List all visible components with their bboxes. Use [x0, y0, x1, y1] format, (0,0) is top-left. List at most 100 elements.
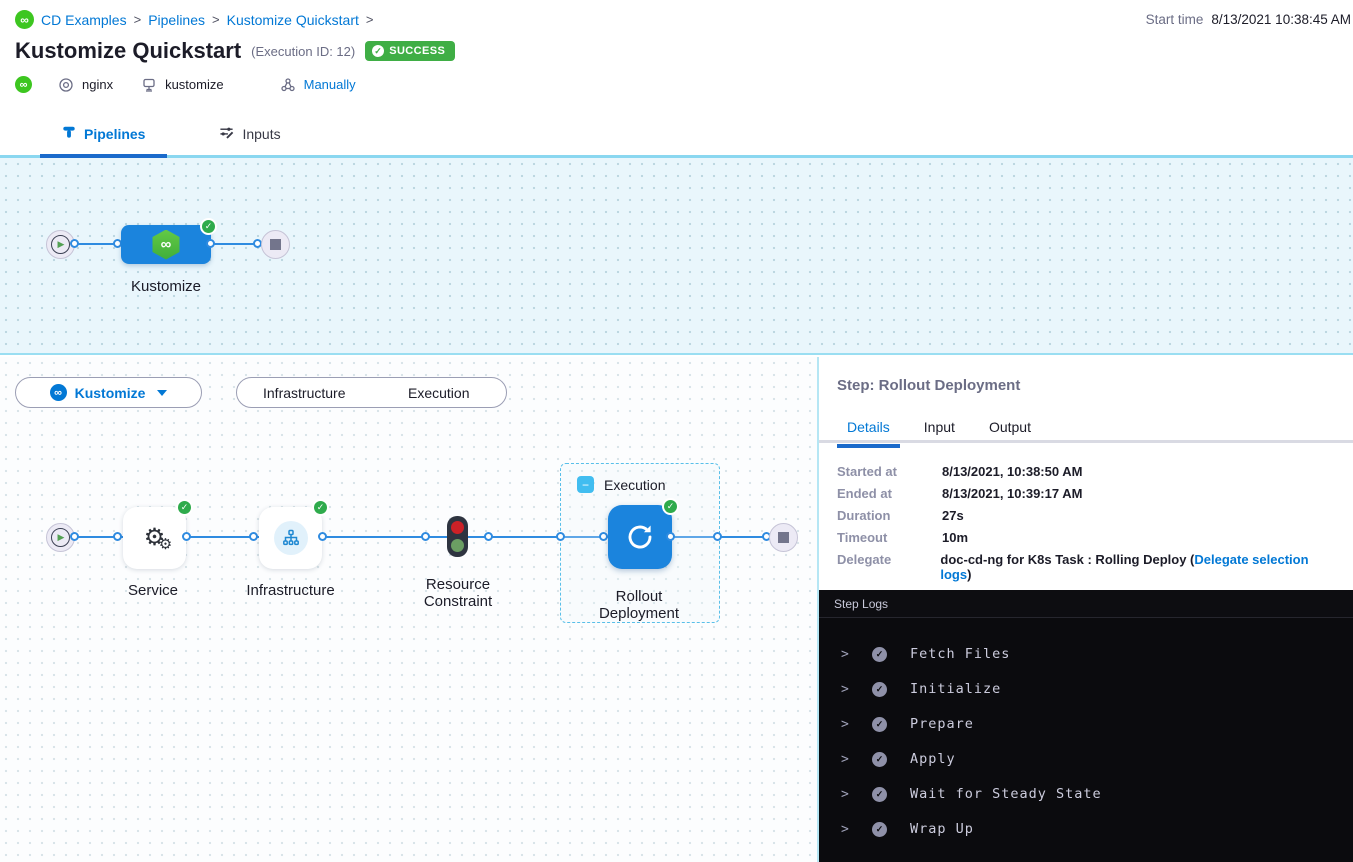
status-badge-label: SUCCESS — [389, 45, 446, 57]
log-section-fetch-files[interactable]: > ✓ Fetch Files — [841, 646, 1011, 662]
breadcrumb-kustomize-quickstart[interactable]: Kustomize Quickstart — [226, 11, 359, 28]
chevron-down-icon — [157, 389, 168, 396]
detail-row-delegate: Delegate doc-cd-ng for K8s Task : Rollin… — [837, 552, 1309, 582]
traffic-light-red — [451, 521, 464, 534]
gears-icon: ⚙⚙ — [143, 524, 173, 553]
log-section-wait-for-steady-state[interactable]: > ✓ Wait for Steady State — [841, 786, 1102, 802]
step-details-panel: Step: Rollout Deployment Details Input O… — [817, 357, 1353, 862]
title-row: Kustomize Quickstart (Execution ID: 12) … — [15, 38, 456, 64]
page-title: Kustomize Quickstart — [15, 38, 242, 63]
trigger-icon — [280, 77, 296, 93]
breadcrumb-pipelines[interactable]: Pipelines — [148, 11, 206, 28]
toggle-infrastructure[interactable]: Infrastructure — [263, 384, 346, 401]
connector-port — [318, 532, 327, 541]
breadcrumb-cd-examples[interactable]: CD Examples — [41, 11, 127, 28]
chevron-right-icon[interactable]: > — [841, 646, 849, 662]
stage-graph-canvas[interactable]: ▶ ∞ ✓ Kustomize — [0, 158, 1353, 355]
tabs-divider — [819, 440, 1353, 443]
stage-label: Kustomize — [130, 278, 202, 295]
play-icon: ▶ — [51, 528, 70, 547]
stage-selector-dropdown[interactable]: ∞ Kustomize — [15, 377, 202, 408]
chevron-right-icon[interactable]: > — [841, 821, 849, 837]
connector-port — [206, 239, 215, 248]
chevron-right-icon[interactable]: > — [841, 751, 849, 767]
log-section-apply[interactable]: > ✓ Apply — [841, 751, 956, 767]
kustomize-stage-icon: ∞ — [152, 229, 180, 260]
chevron-right-icon[interactable]: > — [841, 786, 849, 802]
start-time-value: 8/13/2021 10:38:45 AM — [1211, 12, 1351, 27]
delegate-value: doc-cd-ng for K8s Task : Rolling Deploy … — [940, 552, 1195, 567]
step-label-resource-constraint: Resource Constraint — [423, 576, 493, 610]
step-success-icon: ✓ — [176, 499, 193, 516]
connector-port — [421, 532, 430, 541]
step-label-service: Service — [127, 582, 179, 599]
tab-pipelines-label: Pipelines — [84, 125, 146, 142]
step-node-rollout-deployment[interactable] — [608, 505, 672, 569]
tab-pipelines[interactable]: Pipelines — [40, 112, 168, 158]
toggle-execution[interactable]: Execution — [408, 384, 470, 401]
breadcrumb-separator: > — [212, 12, 220, 27]
log-success-icon: ✓ — [872, 821, 887, 837]
execution-graph-canvas[interactable]: ∞ Kustomize Infrastructure Execution ▶ ⚙… — [0, 357, 817, 862]
environment-name: kustomize — [165, 77, 224, 92]
detail-row-timeout: Timeout 10m — [837, 530, 969, 545]
step-success-icon: ✓ — [662, 498, 679, 515]
environment-icon — [141, 77, 157, 93]
log-section-prepare[interactable]: > ✓ Prepare — [841, 716, 974, 732]
start-time-label: Start time — [1145, 12, 1204, 27]
delegate-selection-logs-link[interactable]: Delegate selection logs — [940, 552, 1309, 582]
step-label-infrastructure: Infrastructure — [246, 582, 335, 599]
step-logs-header: Step Logs — [819, 590, 1353, 618]
tab-input[interactable]: Input — [923, 419, 955, 435]
success-check-icon: ✓ — [372, 45, 385, 57]
connector-port — [713, 532, 722, 541]
harness-cd-icon: ∞ — [15, 76, 32, 93]
stage-node-kustomize[interactable]: ∞ — [121, 225, 211, 264]
trigger-meta: Manually — [280, 77, 356, 93]
log-section-wrap-up[interactable]: > ✓ Wrap Up — [841, 821, 974, 837]
view-toggle: Infrastructure Execution — [236, 377, 507, 408]
trigger-link[interactable]: Manually — [303, 77, 356, 92]
collapse-icon[interactable]: − — [577, 476, 594, 493]
step-node-service[interactable]: ⚙⚙ — [123, 507, 186, 569]
execution-end-node[interactable] — [769, 523, 798, 552]
inputs-icon — [219, 125, 234, 143]
step-node-infrastructure[interactable] — [259, 507, 322, 569]
step-node-resource-constraint[interactable] — [447, 516, 468, 557]
log-success-icon: ✓ — [872, 751, 887, 767]
connector-port — [666, 532, 675, 541]
stop-icon — [270, 239, 281, 250]
tab-details[interactable]: Details — [837, 415, 900, 448]
stage-success-icon: ✓ — [200, 218, 217, 235]
status-badge: ✓ SUCCESS — [365, 41, 456, 61]
tab-output[interactable]: Output — [988, 419, 1031, 435]
connector-port — [249, 532, 258, 541]
breadcrumb-separator: > — [365, 12, 374, 27]
stage-selector-icon: ∞ — [49, 384, 67, 401]
connector-port — [599, 532, 608, 541]
log-success-icon: ✓ — [872, 716, 887, 732]
pipeline-end-node[interactable] — [261, 230, 290, 259]
log-success-icon: ✓ — [872, 786, 887, 802]
tab-inputs[interactable]: Inputs — [197, 112, 302, 155]
chevron-right-icon[interactable]: > — [841, 681, 849, 697]
step-logs-console: Step Logs > ✓ Fetch Files > ✓ Initialize… — [819, 590, 1353, 862]
stage-selector-label: Kustomize — [74, 384, 146, 401]
service-name: nginx — [82, 77, 114, 92]
traffic-light-green — [451, 539, 464, 552]
log-success-icon: ✓ — [872, 646, 887, 662]
execution-group-label: Execution — [604, 476, 666, 493]
delegate-value-suffix: ) — [967, 567, 972, 582]
breadcrumb: ∞ CD Examples > Pipelines > Kustomize Qu… — [15, 10, 373, 29]
pipeline-start-node[interactable]: ▶ — [46, 230, 75, 259]
chevron-right-icon[interactable]: > — [841, 716, 849, 732]
connector-port — [113, 532, 122, 541]
connector-port — [182, 532, 191, 541]
connector-port — [70, 239, 79, 248]
service-meta: nginx — [58, 77, 113, 93]
infrastructure-icon — [273, 521, 308, 555]
log-section-initialize[interactable]: > ✓ Initialize — [841, 681, 1002, 697]
start-time: Start time 8/13/2021 10:38:45 AM — [1146, 12, 1351, 27]
breadcrumb-separator: > — [133, 12, 142, 27]
